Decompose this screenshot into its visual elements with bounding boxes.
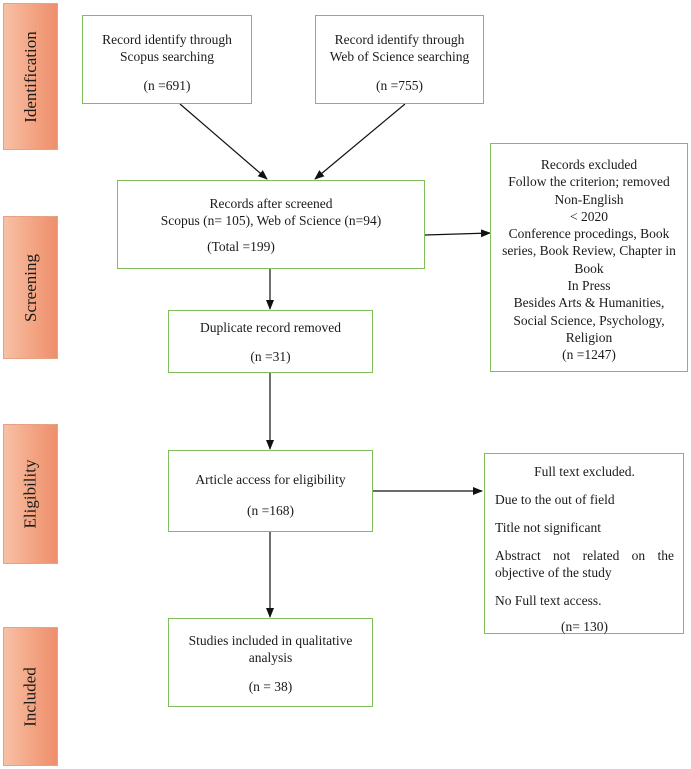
scopus-count: (n =691) <box>143 78 191 93</box>
duplicate-line1: Duplicate record removed <box>200 320 341 335</box>
wos-line2: Web of Science searching <box>329 49 470 64</box>
excluded-line: < 2020 <box>570 208 608 224</box>
included-studies-box: Studies included in qualitative analysis… <box>168 618 373 707</box>
excluded-count: (n =1247) <box>562 347 616 363</box>
scopus-records-box: Record identify through Scopus searching… <box>82 15 252 104</box>
duplicate-count: (n =31) <box>250 349 291 364</box>
screened-line2: Scopus (n= 105), Web of Science (n=94) <box>160 213 382 228</box>
included-count: (n = 38) <box>248 679 293 694</box>
arrow-screened-to-excluded <box>424 229 491 238</box>
phase-eligibility: Eligibility <box>3 424 58 564</box>
scopus-line2: Scopus searching <box>119 49 215 64</box>
fulltext-count: (n= 130) <box>561 619 608 634</box>
excluded-line: Book <box>574 260 604 276</box>
screened-records-box: Records after screened Scopus (n= 105), … <box>117 180 425 269</box>
eligibility-count: (n =168) <box>247 503 294 518</box>
excluded-line: Records excluded <box>540 157 638 172</box>
fulltext-title: Full text excluded. <box>534 464 635 479</box>
excluded-line: Besides Arts & Humanities, <box>513 295 665 311</box>
excluded-line: Conference procedings, Book <box>508 226 670 242</box>
excluded-line: Religion <box>565 329 613 345</box>
records-excluded-box: Records excluded Follow the criterion; r… <box>490 143 688 372</box>
scopus-line1: Record identify through <box>102 32 232 47</box>
fulltext-reason: objective of the study <box>495 565 612 580</box>
phase-included: Included <box>3 627 58 766</box>
included-line1: Studies included in qualitative <box>188 633 353 648</box>
fulltext-excluded-box: Full text excluded. Due to the out of fi… <box>484 453 684 634</box>
wos-records-box: Record identify through Web of Science s… <box>315 15 484 104</box>
excluded-line: Social Science, Psychology, <box>513 312 665 328</box>
fulltext-reason: Abstract not related on the <box>495 548 674 563</box>
included-line2: analysis <box>248 650 293 665</box>
screened-line1: Records after screened <box>209 196 333 211</box>
excluded-line: series, Book Review, Chapter in <box>502 243 676 259</box>
wos-line1: Record identify through <box>334 32 465 47</box>
screened-total: (Total =199) <box>207 239 275 254</box>
excluded-line: Non-English <box>554 191 624 207</box>
eligibility-box: Article access for eligibility (n =168) <box>168 450 373 532</box>
phase-screening: Screening <box>3 216 58 359</box>
duplicate-removed-box: Duplicate record removed (n =31) <box>168 310 373 373</box>
arrow-scopus-to-screened <box>179 103 268 180</box>
wos-count: (n =755) <box>376 78 423 93</box>
phase-identification: Identification <box>3 3 58 150</box>
fulltext-reason: Title not significant <box>495 520 602 535</box>
eligibility-line1: Article access for eligibility <box>195 472 346 487</box>
fulltext-reason: No Full text access. <box>495 593 602 608</box>
fulltext-reason: Due to the out of field <box>495 492 615 507</box>
arrow-wos-to-screened <box>314 103 406 180</box>
excluded-line: In Press <box>567 278 611 294</box>
excluded-line: Follow the criterion; removed <box>508 174 670 190</box>
